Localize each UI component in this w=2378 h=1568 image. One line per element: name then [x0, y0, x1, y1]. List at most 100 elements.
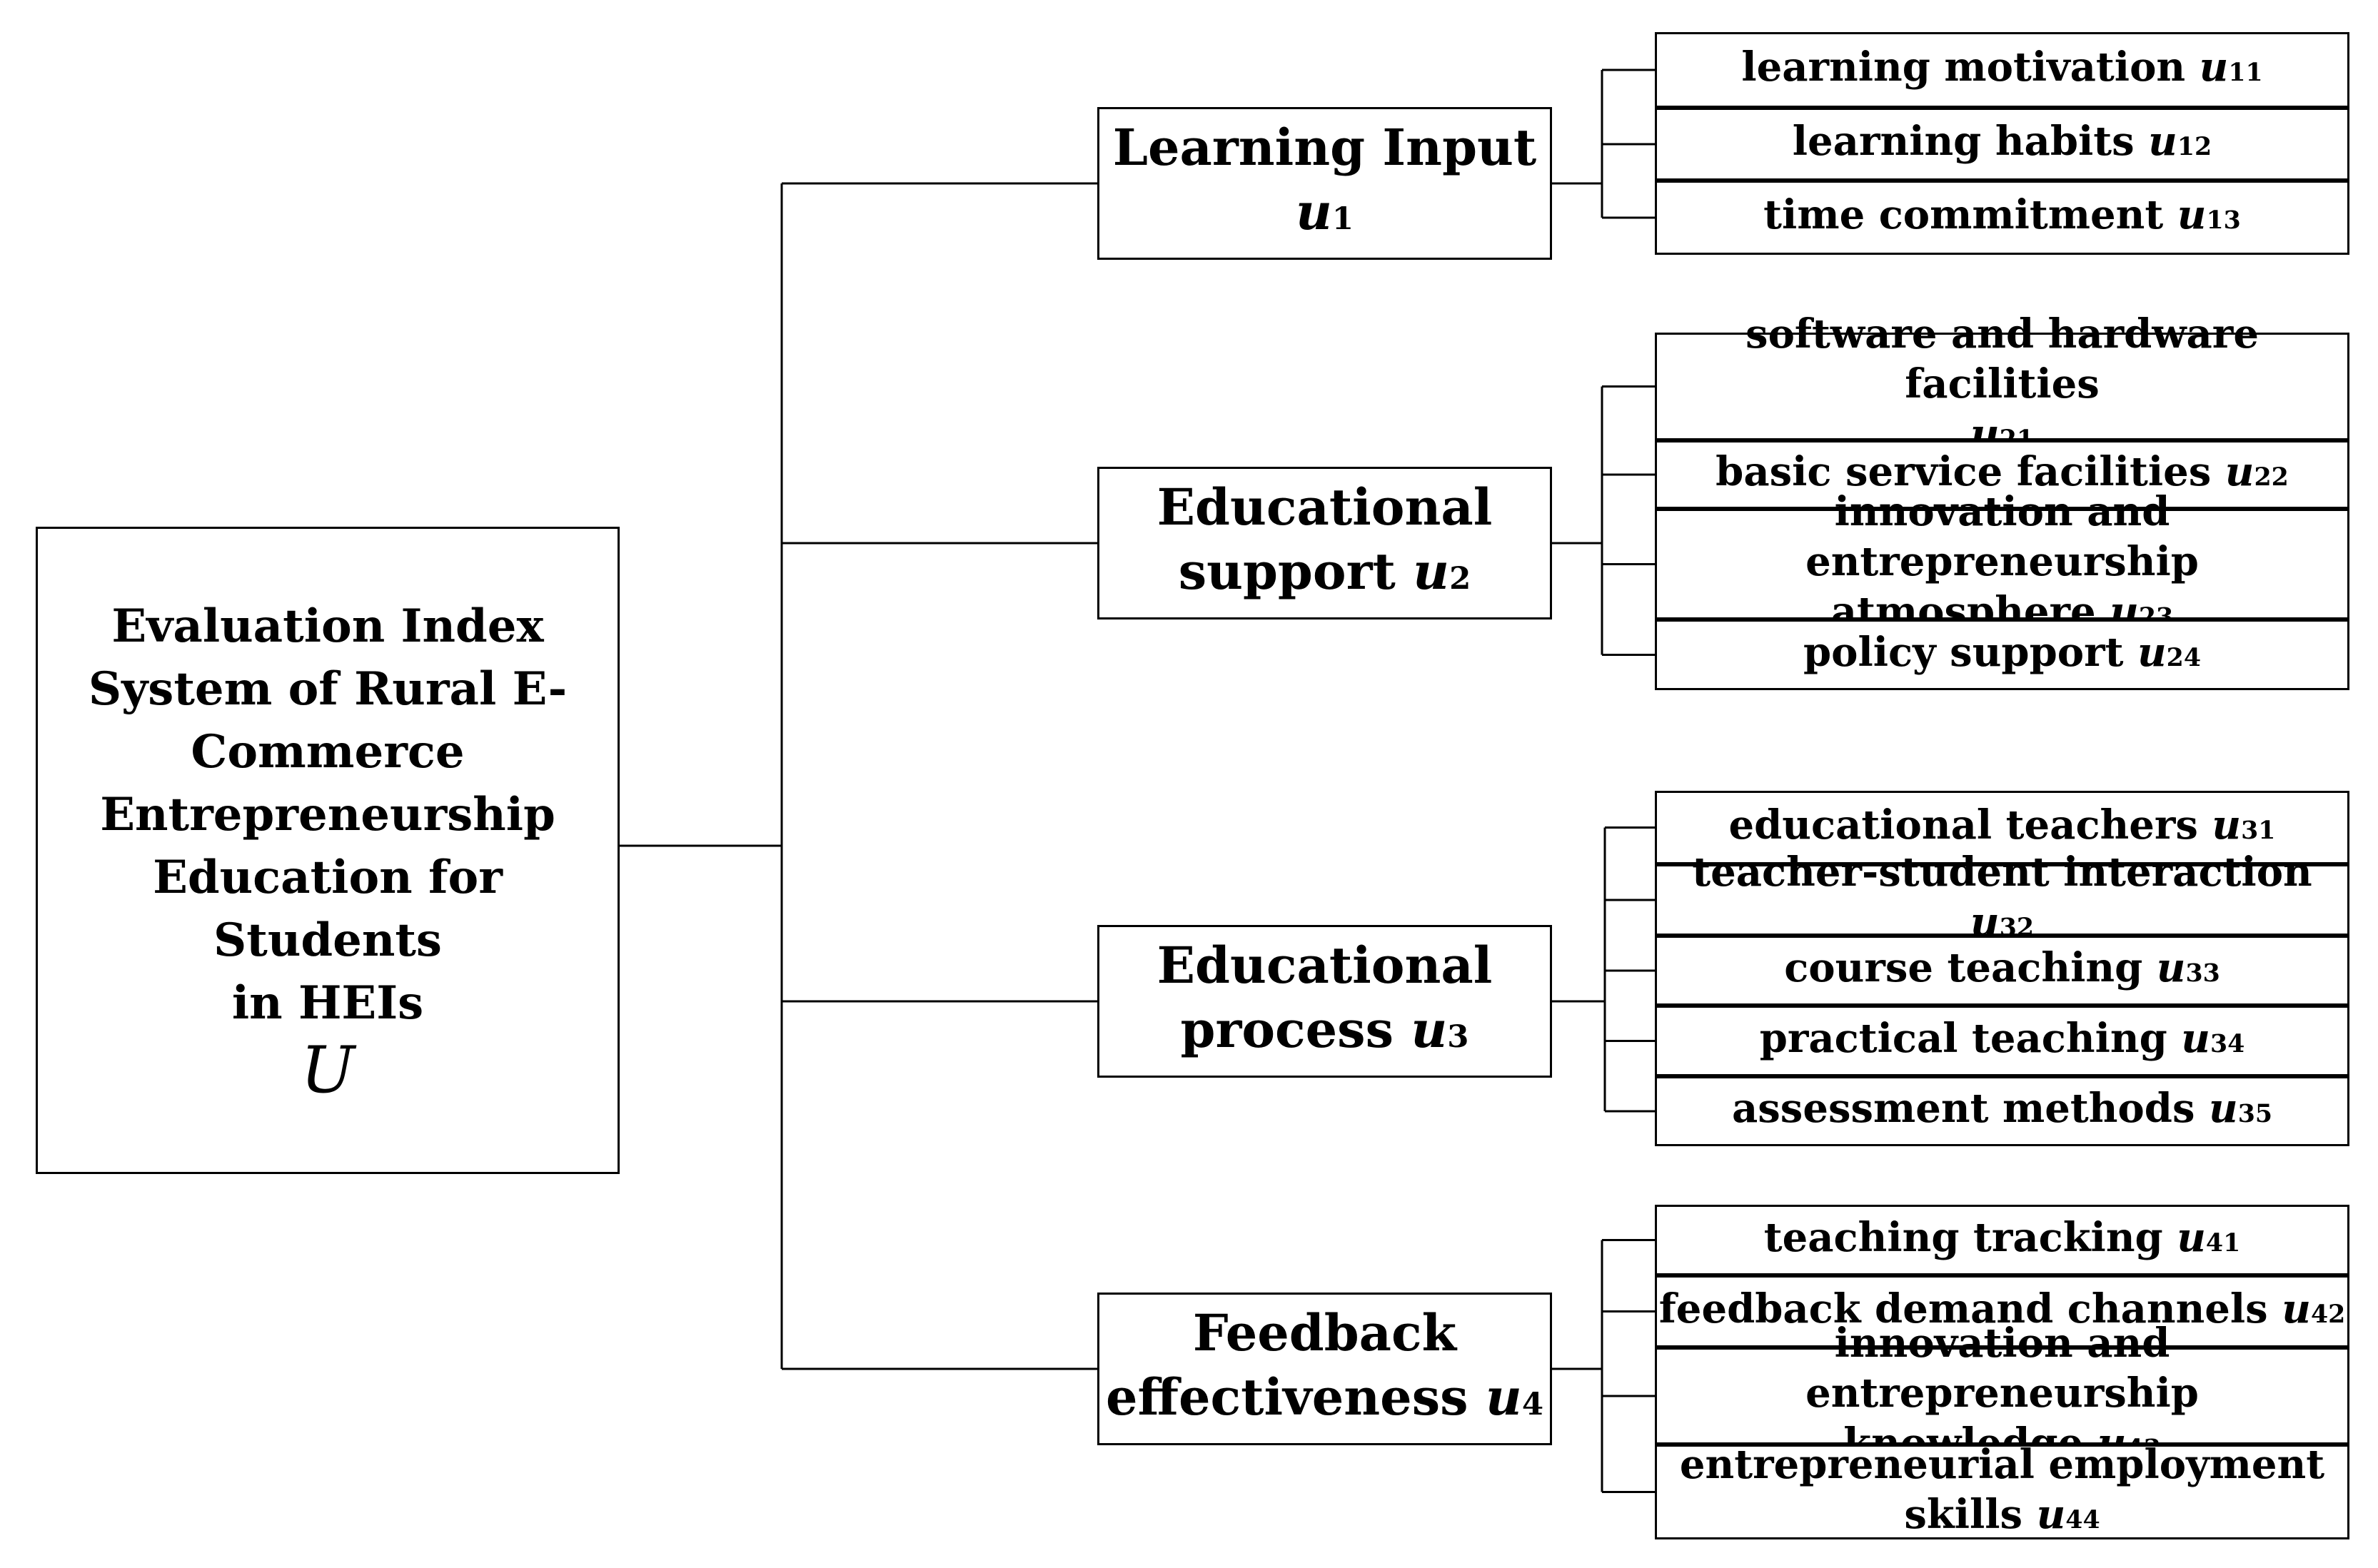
dimension-label-text: support — [1178, 542, 1396, 601]
indicator-label-symbol: u13 — [2177, 191, 2241, 238]
indicator-label-symbol-subscript: 33 — [2185, 958, 2220, 988]
indicator-label-line: teaching tracking u41 — [1764, 1213, 2240, 1268]
dimension-label-symbol: u3 — [1411, 1000, 1469, 1059]
dimension-label-line: effectiveness u4 — [1106, 1365, 1543, 1437]
root-title-line: Entrepreneurship — [100, 787, 555, 841]
dimension-label-line: support u2 — [1157, 540, 1493, 611]
dimension-label-line: Learning Input u1 — [1099, 116, 1550, 251]
indicator-label-text: teaching tracking — [1763, 1213, 2163, 1261]
indicator-label-text: policy support — [1803, 628, 2124, 676]
indicator-label-line: feedback demand channels u42 — [1659, 1284, 2346, 1340]
indicator-label-text: time commitment — [1763, 191, 2164, 238]
dimension-label-symbol-subscript: 3 — [1447, 1018, 1469, 1055]
indicator-label-symbol: u35 — [2208, 1085, 2273, 1132]
indicator-label-line: assessment methods u35 — [1732, 1083, 2272, 1139]
indicator-label-text: innovation and entrepreneurship — [1805, 1320, 2199, 1417]
indicator-label-text: teacher-student interaction — [1692, 849, 2312, 896]
dimension-label-symbol: u4 — [1485, 1367, 1544, 1427]
indicator-box-4-2: feedback demand channels u42 — [1655, 1275, 2349, 1347]
dimension-label-text: Feedback — [1192, 1303, 1457, 1362]
indicator-label-symbol: u22 — [2225, 448, 2289, 495]
indicator-label-symbol-subscript: 44 — [2065, 1504, 2100, 1534]
root-title-line: Evaluation Index — [111, 599, 544, 653]
root-title-line: Education for Students — [153, 850, 503, 967]
dimension-label-line: process u3 — [1157, 998, 1493, 1069]
indicator-label-text: feedback demand channels — [1658, 1285, 2268, 1332]
indicator-box-2-4: policy support u24 — [1655, 619, 2349, 690]
indicator-label-symbol-subscript: 35 — [2237, 1099, 2273, 1128]
indicator-label-text: innovation and entrepreneurship — [1805, 487, 2199, 585]
indicator-label-line: skills u44 — [1680, 1489, 2324, 1545]
indicator-label-line: teacher-student interaction u32 — [1657, 847, 2347, 953]
indicator-label-symbol-subscript: 31 — [2241, 815, 2276, 845]
dimension-label-symbol: u1 — [1295, 182, 1354, 241]
indicator-label-line: innovation and entrepreneurship — [1657, 1318, 2347, 1418]
indicator-box-3-2: teacher-student interaction u32 — [1655, 849, 2349, 946]
indicator-label-line: innovation and entrepreneurship — [1657, 487, 2347, 587]
indicator-label-symbol-subscript: 42 — [2310, 1299, 2346, 1329]
indicator-label-line: practical teaching u34 — [1760, 1013, 2245, 1069]
indicator-label-symbol-subscript: 41 — [2205, 1228, 2241, 1258]
indicator-label-symbol: u41 — [2177, 1213, 2241, 1261]
indicator-label-symbol: u31 — [2212, 801, 2276, 849]
indicator-label-symbol-subscript: 34 — [2210, 1028, 2245, 1058]
indicator-box-3-3: course teaching u33 — [1655, 936, 2349, 1006]
indicator-label-line: educational teachers u31 — [1729, 800, 2276, 856]
indicator-box-4-1: teaching tracking u41 — [1655, 1205, 2349, 1275]
indicator-label-line: learning motivation u11 — [1741, 42, 2262, 98]
indicator-label-line: course teaching u33 — [1784, 943, 2220, 998]
indicator-label-symbol: u33 — [2156, 944, 2220, 991]
dimension-label-symbol-subscript: 4 — [1521, 1386, 1544, 1422]
indicator-label-text: practical teaching — [1759, 1014, 2167, 1062]
indicator-label-line: policy support u24 — [1803, 627, 2201, 683]
dimension-label-symbol-subscript: 1 — [1331, 201, 1354, 237]
indicator-box-3-1: educational teachers u31 — [1655, 791, 2349, 864]
dimension-label-text: effectiveness — [1105, 1367, 1468, 1427]
dimension-label-line: Feedback — [1106, 1301, 1543, 1365]
indicator-label-text: learning motivation — [1741, 44, 2186, 91]
dimension-label-text: Educational — [1157, 936, 1493, 995]
indicator-label-text: course teaching — [1784, 944, 2143, 991]
indicator-label-symbol: u24 — [2137, 628, 2201, 676]
root-title-line: System of Rural E- — [88, 662, 568, 716]
dimension-label-text: process — [1180, 1000, 1394, 1059]
root-symbol: U — [301, 1032, 355, 1108]
indicator-box-1-1: learning motivation u11 — [1655, 32, 2349, 108]
indicator-label-text: educational teachers — [1728, 801, 2198, 849]
indicator-label-symbol-subscript: 13 — [2206, 206, 2241, 235]
indicator-label-symbol: u44 — [2036, 1490, 2100, 1538]
root-title-line: in HEIs — [231, 976, 424, 1030]
indicator-label-line: learning habits u12 — [1793, 116, 2212, 172]
indicator-box-3-4: practical teaching u34 — [1655, 1006, 2349, 1076]
indicator-label-text: software and hardware facilities — [1745, 310, 2259, 408]
indicator-box-2-2: basic service facilities u22 — [1655, 440, 2349, 509]
dimension-label-symbol: u2 — [1413, 542, 1471, 601]
indicator-label-symbol-subscript: 22 — [2254, 462, 2289, 492]
indicator-label-text: basic service facilities — [1716, 448, 2212, 495]
indicator-box-3-5: assessment methods u35 — [1655, 1076, 2349, 1146]
dimension-label-text: Learning Input — [1112, 118, 1537, 177]
dimension-box-1: Learning Input u1 — [1097, 107, 1552, 260]
dimension-label-symbol-subscript: 2 — [1449, 560, 1471, 597]
indicator-label-symbol: u34 — [2181, 1014, 2245, 1062]
dimension-label-line: Educational — [1157, 934, 1493, 998]
indicator-label-text: skills — [1904, 1490, 2023, 1538]
indicator-label-line: time commitment u13 — [1763, 190, 2241, 246]
indicator-label-symbol: u42 — [2282, 1285, 2346, 1332]
indicator-label-line: software and hardware facilities — [1657, 309, 2347, 409]
indicator-label-text: learning habits — [1792, 118, 2135, 165]
indicator-label-symbol-subscript: 24 — [2166, 642, 2201, 672]
indicator-label-text: assessment methods — [1731, 1085, 2195, 1132]
indicator-box-1-2: learning habits u12 — [1655, 108, 2349, 181]
indicator-label-line: basic service facilities u22 — [1716, 447, 2289, 502]
indicator-label-symbol-subscript: 12 — [2177, 132, 2212, 161]
